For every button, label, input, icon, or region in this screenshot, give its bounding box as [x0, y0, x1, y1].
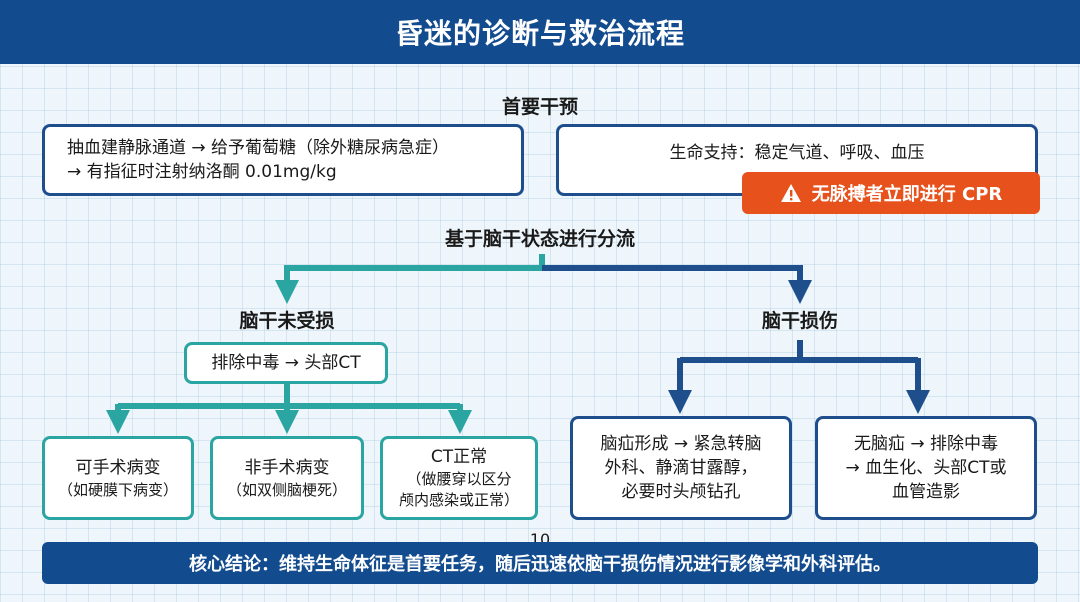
warning-icon [780, 183, 802, 203]
life-support-text: 生命支持：稳定气道、呼吸、血压 [669, 143, 925, 163]
triage-title: 基于脑干状态进行分流 [370, 224, 710, 250]
no-herniation-line-2: → 血生化、头部CT或 [845, 458, 1007, 478]
cpr-alert-badge: 无脉搏者立即进行 CPR [742, 172, 1040, 214]
right-branch-tree [668, 340, 930, 414]
nonsurgical-lesion-example: （如双侧脑梗死） [226, 480, 347, 499]
triage-split-teal [275, 254, 545, 304]
herniation-line-2: 外科、静滴甘露醇， [604, 458, 758, 478]
triage-title-text: 基于脑干状态进行分流 [444, 228, 635, 250]
iv-glucose-box: 抽血建静脉通道 → 给予葡萄糖（除外糖尿病急症） → 有指征时注射纳洛酮 0.0… [42, 124, 524, 196]
left-branch-title-text: 脑干未受损 [239, 310, 335, 332]
ct-normal-line-2: （做腰穿以区分 [406, 470, 512, 488]
right-branch-title: 脑干损伤 [700, 306, 900, 332]
page-title: 昏迷的诊断与救治流程 [394, 17, 685, 50]
conclusion-bar: 核心结论：维持生命体征是首要任务，随后迅速依脑干损伤情况进行影像学和外科评估。 [42, 542, 1038, 584]
primary-intervention-title-text: 首要干预 [501, 96, 578, 118]
surgical-lesion-box: 可手术病变 （如硬膜下病变） [42, 436, 194, 520]
iv-glucose-line-2: → 有指征时注射纳洛酮 0.01mg/kg [67, 162, 337, 182]
rule-out-poison-ct-text: 排除中毒 → 头部CT [211, 353, 361, 373]
left-branch-tree [106, 383, 472, 434]
conclusion-text: 核心结论：维持生命体征是首要任务，随后迅速依脑干损伤情况进行影像学和外科评估。 [189, 554, 891, 575]
rule-out-poison-ct-box: 排除中毒 → 头部CT [184, 342, 388, 384]
surgical-lesion-title: 可手术病变 [75, 457, 161, 478]
herniation-box: 脑疝形成 → 紧急转脑 外科、静滴甘露醇， 必要时头颅钻孔 [570, 416, 792, 520]
right-branch-title-text: 脑干损伤 [761, 310, 838, 332]
no-herniation-box: 无脑疝 → 排除中毒 → 血生化、头部CT或 血管造影 [815, 416, 1037, 520]
left-branch-title: 脑干未受损 [187, 306, 387, 332]
cpr-alert-text: 无脉搏者立即进行 CPR [811, 184, 1003, 205]
page-header: 昏迷的诊断与救治流程 [0, 0, 1080, 64]
no-herniation-line-1: 无脑疝 → 排除中毒 [853, 434, 999, 454]
ct-normal-line-3: 颅内感染或正常） [398, 491, 519, 509]
herniation-line-3: 必要时头颅钻孔 [621, 482, 741, 502]
nonsurgical-lesion-title: 非手术病变 [244, 457, 330, 478]
ct-normal-box: CT正常 （做腰穿以区分 颅内感染或正常） [380, 436, 538, 520]
nonsurgical-lesion-box: 非手术病变 （如双侧脑梗死） [210, 436, 364, 520]
iv-glucose-line-1: 抽血建静脉通道 → 给予葡萄糖（除外糖尿病急症） [67, 138, 450, 158]
herniation-line-1: 脑疝形成 → 紧急转脑 [600, 434, 762, 454]
no-herniation-line-3: 血管造影 [892, 482, 960, 502]
primary-intervention-title: 首要干预 [390, 92, 690, 118]
ct-normal-title: CT正常 [430, 447, 488, 467]
surgical-lesion-example: （如硬膜下病变） [57, 480, 178, 499]
triage-split-navy [542, 265, 812, 304]
